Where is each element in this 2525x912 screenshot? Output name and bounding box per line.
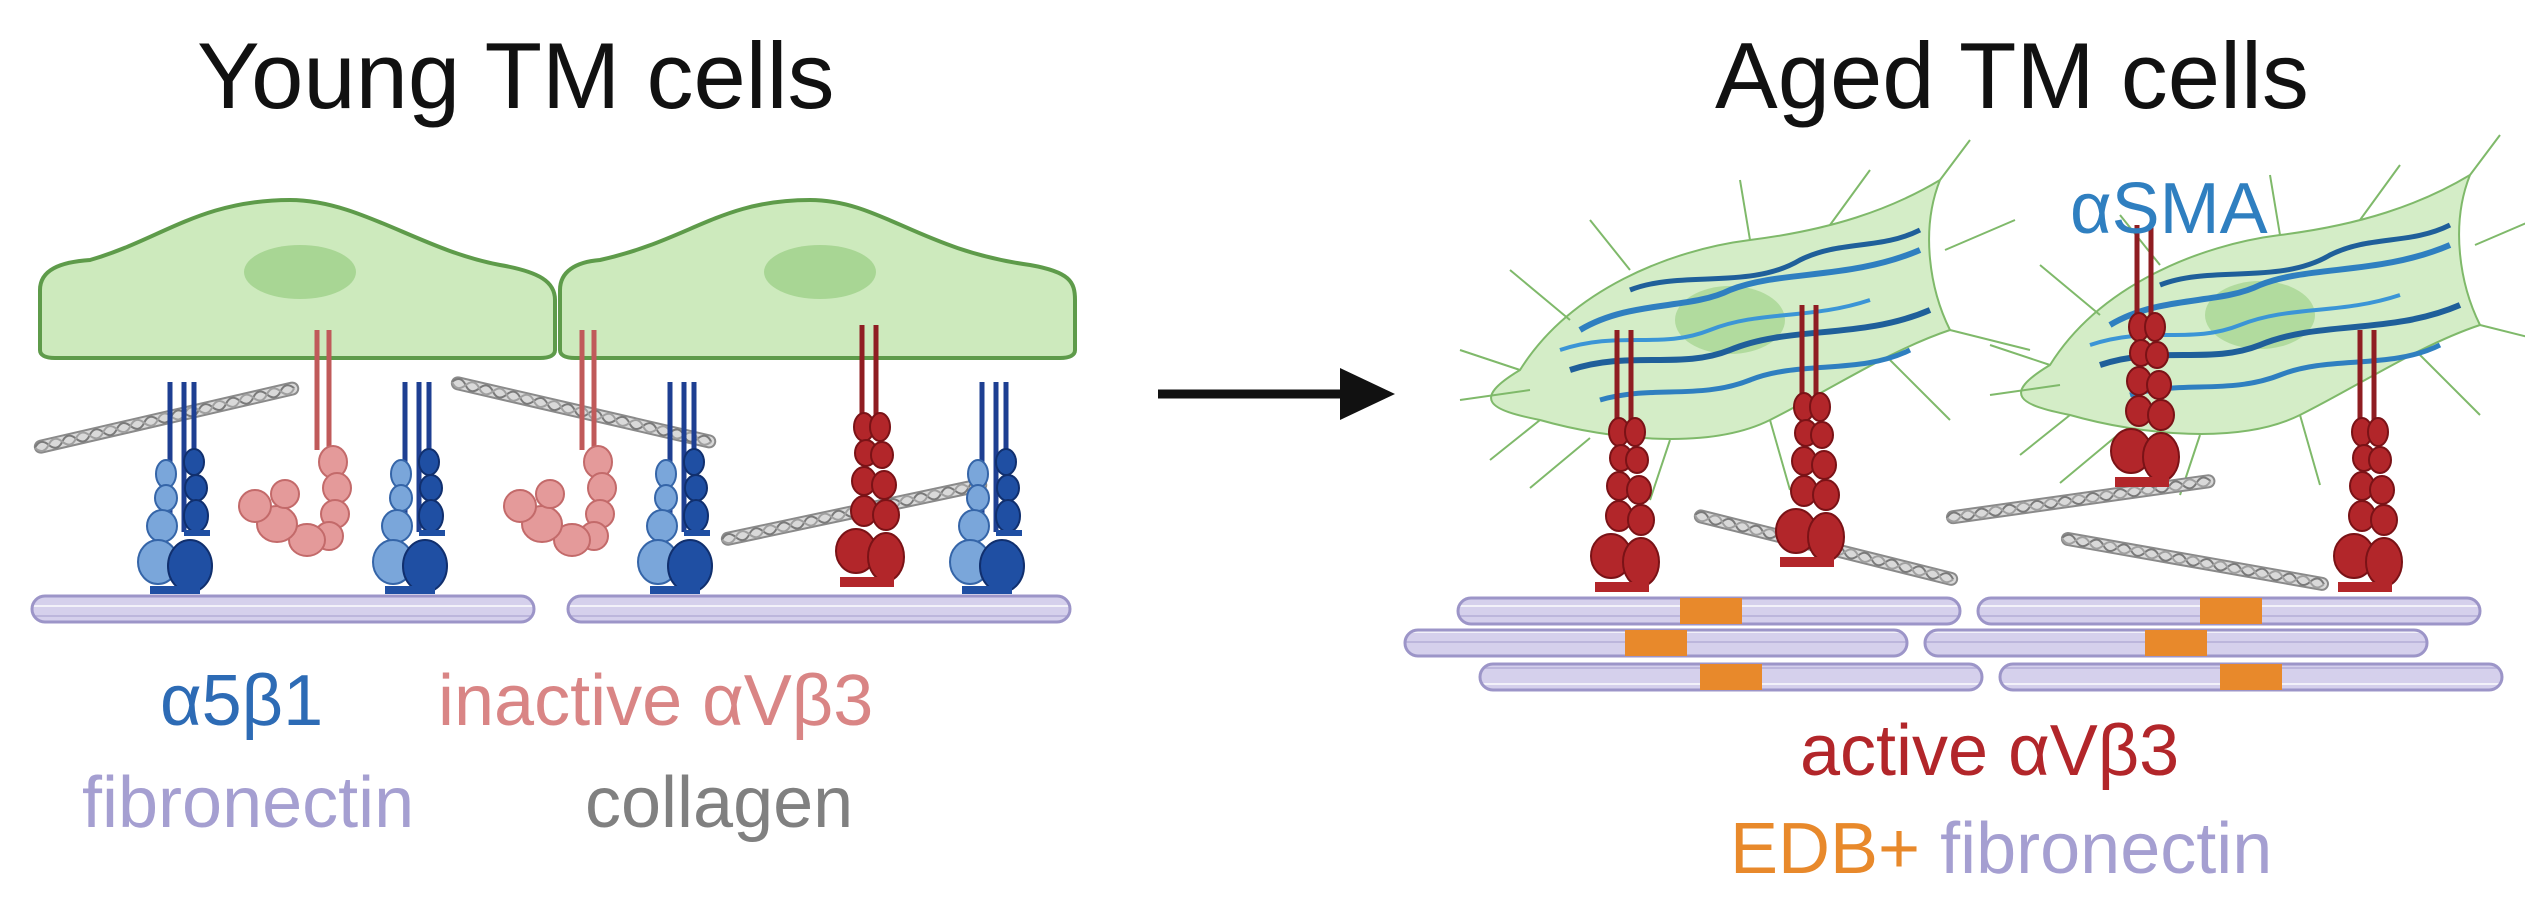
inactive-avb3-integrin [239,330,351,556]
edb-domain [1680,598,1742,624]
fibronectin-fiber-left-2 [566,594,1072,624]
arrow-right-icon [1158,368,1395,420]
fibronectin-label-left: fibronectin [82,763,415,843]
young-panel-title: Young TM cells [197,23,835,128]
collagen-fiber [2059,531,2330,592]
young-cell-2-nucleus [764,245,876,299]
active-avb3-integrin [836,325,904,587]
edb-domain [2200,598,2262,624]
fibronectin-fiber-left-1 [30,594,536,624]
collagen-fiber [32,380,301,455]
edb-domain [2220,664,2282,690]
fibronectin-text-right: fibronectin [1940,809,2273,889]
asma-label: αSMA [2070,169,2268,249]
edb-fibronectin-stack [1403,596,2504,692]
a5b1-label: α5β1 [160,661,324,741]
edb-domain [1625,630,1687,656]
a5b1-integrin [373,382,447,594]
inactive-avb3-integrin [504,330,616,556]
inactive-avb3-label: inactive αVβ3 [438,661,874,741]
edb-domain [2145,630,2207,656]
active-avb3-label: active αVβ3 [1800,711,2180,791]
edb-domain [1700,664,1762,690]
edb-plus-text: EDB+ [1730,809,1921,889]
young-cell-1-nucleus [244,245,356,299]
young-cells-group [38,197,1077,360]
aged-cell-1 [1460,140,2030,500]
collagen-fiber [1945,473,2217,525]
a5b1-integrin [638,382,712,594]
collagen-label: collagen [585,763,854,843]
aged-panel-title: Aged TM cells [1715,23,2309,128]
edb-fibronectin-label: EDB+ fibronectin [1730,808,2272,890]
